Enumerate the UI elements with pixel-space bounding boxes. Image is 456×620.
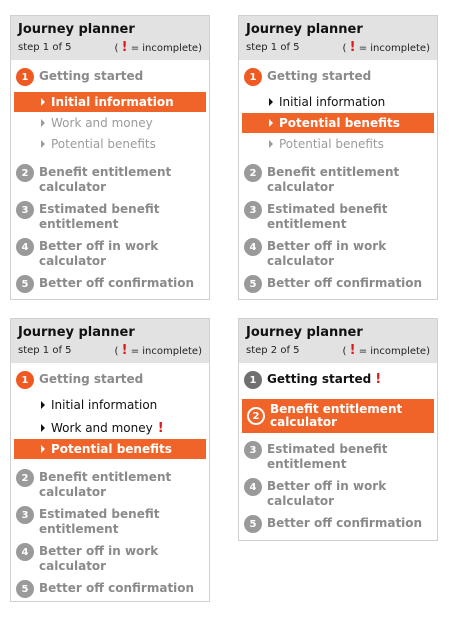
planner-title: Journey planner <box>246 325 363 340</box>
step-number-badge: 2 <box>16 469 34 487</box>
step-getting-started[interactable]: 1 Getting started <box>11 68 209 86</box>
step-number-badge: 3 <box>16 506 34 524</box>
step-better-off-confirmation[interactable]: 5 Better off confirmation <box>239 515 437 533</box>
arrow-right-icon <box>269 98 273 106</box>
step-number-badge: 1 <box>16 68 34 86</box>
journey-planner-panel: Journey planner step 1 of 5 ( ! = incomp… <box>238 15 438 300</box>
step-number-badge: 4 <box>244 478 262 496</box>
arrow-right-icon <box>41 119 45 127</box>
substep-potential-benefits[interactable]: Potential benefits <box>239 134 437 154</box>
substep-potential-benefits[interactable]: Potential benefits <box>14 439 206 459</box>
substep-initial-information[interactable]: Initial information <box>239 92 437 112</box>
substep-initial-information[interactable]: Initial information <box>11 395 209 415</box>
step-number-badge: 4 <box>16 543 34 561</box>
step-number-badge: 5 <box>244 275 262 293</box>
step-getting-started[interactable]: 1 Getting started <box>239 68 437 86</box>
step-number-badge: 1 <box>16 371 34 389</box>
incomplete-icon: ! <box>121 40 128 55</box>
arrow-right-icon <box>41 424 45 432</box>
planner-title: Journey planner <box>18 325 135 340</box>
step-number-badge: 2 <box>244 164 262 182</box>
planner-header: Journey planner step 1 of 5 ( ! = incomp… <box>11 16 209 60</box>
step-number-badge: 3 <box>244 201 262 219</box>
journey-planner-panel: Journey planner step 1 of 5 ( ! = incomp… <box>10 15 210 300</box>
step-number-badge: 3 <box>16 201 34 219</box>
journey-planner-panel: Journey planner step 2 of 5 ( ! = incomp… <box>238 318 438 541</box>
step-number-badge: 1 <box>244 371 262 389</box>
arrow-right-icon <box>269 140 273 148</box>
step-number-badge: 4 <box>244 238 262 256</box>
arrow-right-icon <box>41 140 45 148</box>
step-number-badge: 1 <box>244 68 262 86</box>
substep-potential-benefits[interactable]: Potential benefits <box>11 134 209 154</box>
step-counter: step 1 of 5 <box>18 345 72 356</box>
step-counter: step 1 of 5 <box>246 42 300 53</box>
step-getting-started[interactable]: 1 Getting started <box>11 371 209 389</box>
incomplete-legend: ( ! = incomplete) <box>114 343 202 358</box>
substep-initial-information[interactable]: Initial information <box>14 92 206 112</box>
incomplete-icon: ! <box>349 343 356 358</box>
step-number-badge: 5 <box>16 275 34 293</box>
planner-header: Journey planner step 2 of 5 ( ! = incomp… <box>239 319 437 363</box>
arrow-right-icon <box>41 98 45 106</box>
step-number-badge: 4 <box>16 238 34 256</box>
journey-planner-panel: Journey planner step 1 of 5 ( ! = incomp… <box>10 318 210 602</box>
incomplete-legend: ( ! = incomplete) <box>342 343 430 358</box>
step-number-badge: 5 <box>244 515 262 533</box>
incomplete-legend: ( ! = incomplete) <box>342 40 430 55</box>
planner-header: Journey planner step 1 of 5 ( ! = incomp… <box>11 319 209 363</box>
planner-header: Journey planner step 1 of 5 ( ! = incomp… <box>239 16 437 60</box>
step-number-badge: 5 <box>16 580 34 598</box>
step-counter: step 1 of 5 <box>18 42 72 53</box>
step-better-off-confirmation[interactable]: 5 Better off confirmation <box>239 275 437 293</box>
step-number-badge: 2 <box>247 407 265 425</box>
step-number-badge: 2 <box>16 164 34 182</box>
step-number-badge: 3 <box>244 441 262 459</box>
arrow-right-icon <box>41 445 45 453</box>
step-counter: step 2 of 5 <box>246 345 300 356</box>
incomplete-icon: ! <box>349 40 356 55</box>
arrow-right-icon <box>269 119 273 127</box>
arrow-right-icon <box>41 401 45 409</box>
incomplete-icon: ! <box>375 372 382 387</box>
substep-work-and-money[interactable]: Work and money! <box>11 418 209 438</box>
planner-title: Journey planner <box>18 22 135 37</box>
incomplete-icon: ! <box>157 420 164 436</box>
incomplete-legend: ( ! = incomplete) <box>114 40 202 55</box>
substep-work-and-money[interactable]: Work and money <box>11 113 209 133</box>
step-better-off-confirmation[interactable]: 5 Better off confirmation <box>11 275 209 293</box>
planner-title: Journey planner <box>246 22 363 37</box>
incomplete-icon: ! <box>121 343 128 358</box>
step-getting-started[interactable]: 1 Getting started! <box>239 371 437 389</box>
step-better-off-confirmation[interactable]: 5 Better off confirmation <box>11 580 209 598</box>
substep-potential-benefits[interactable]: Potential benefits <box>242 113 434 133</box>
